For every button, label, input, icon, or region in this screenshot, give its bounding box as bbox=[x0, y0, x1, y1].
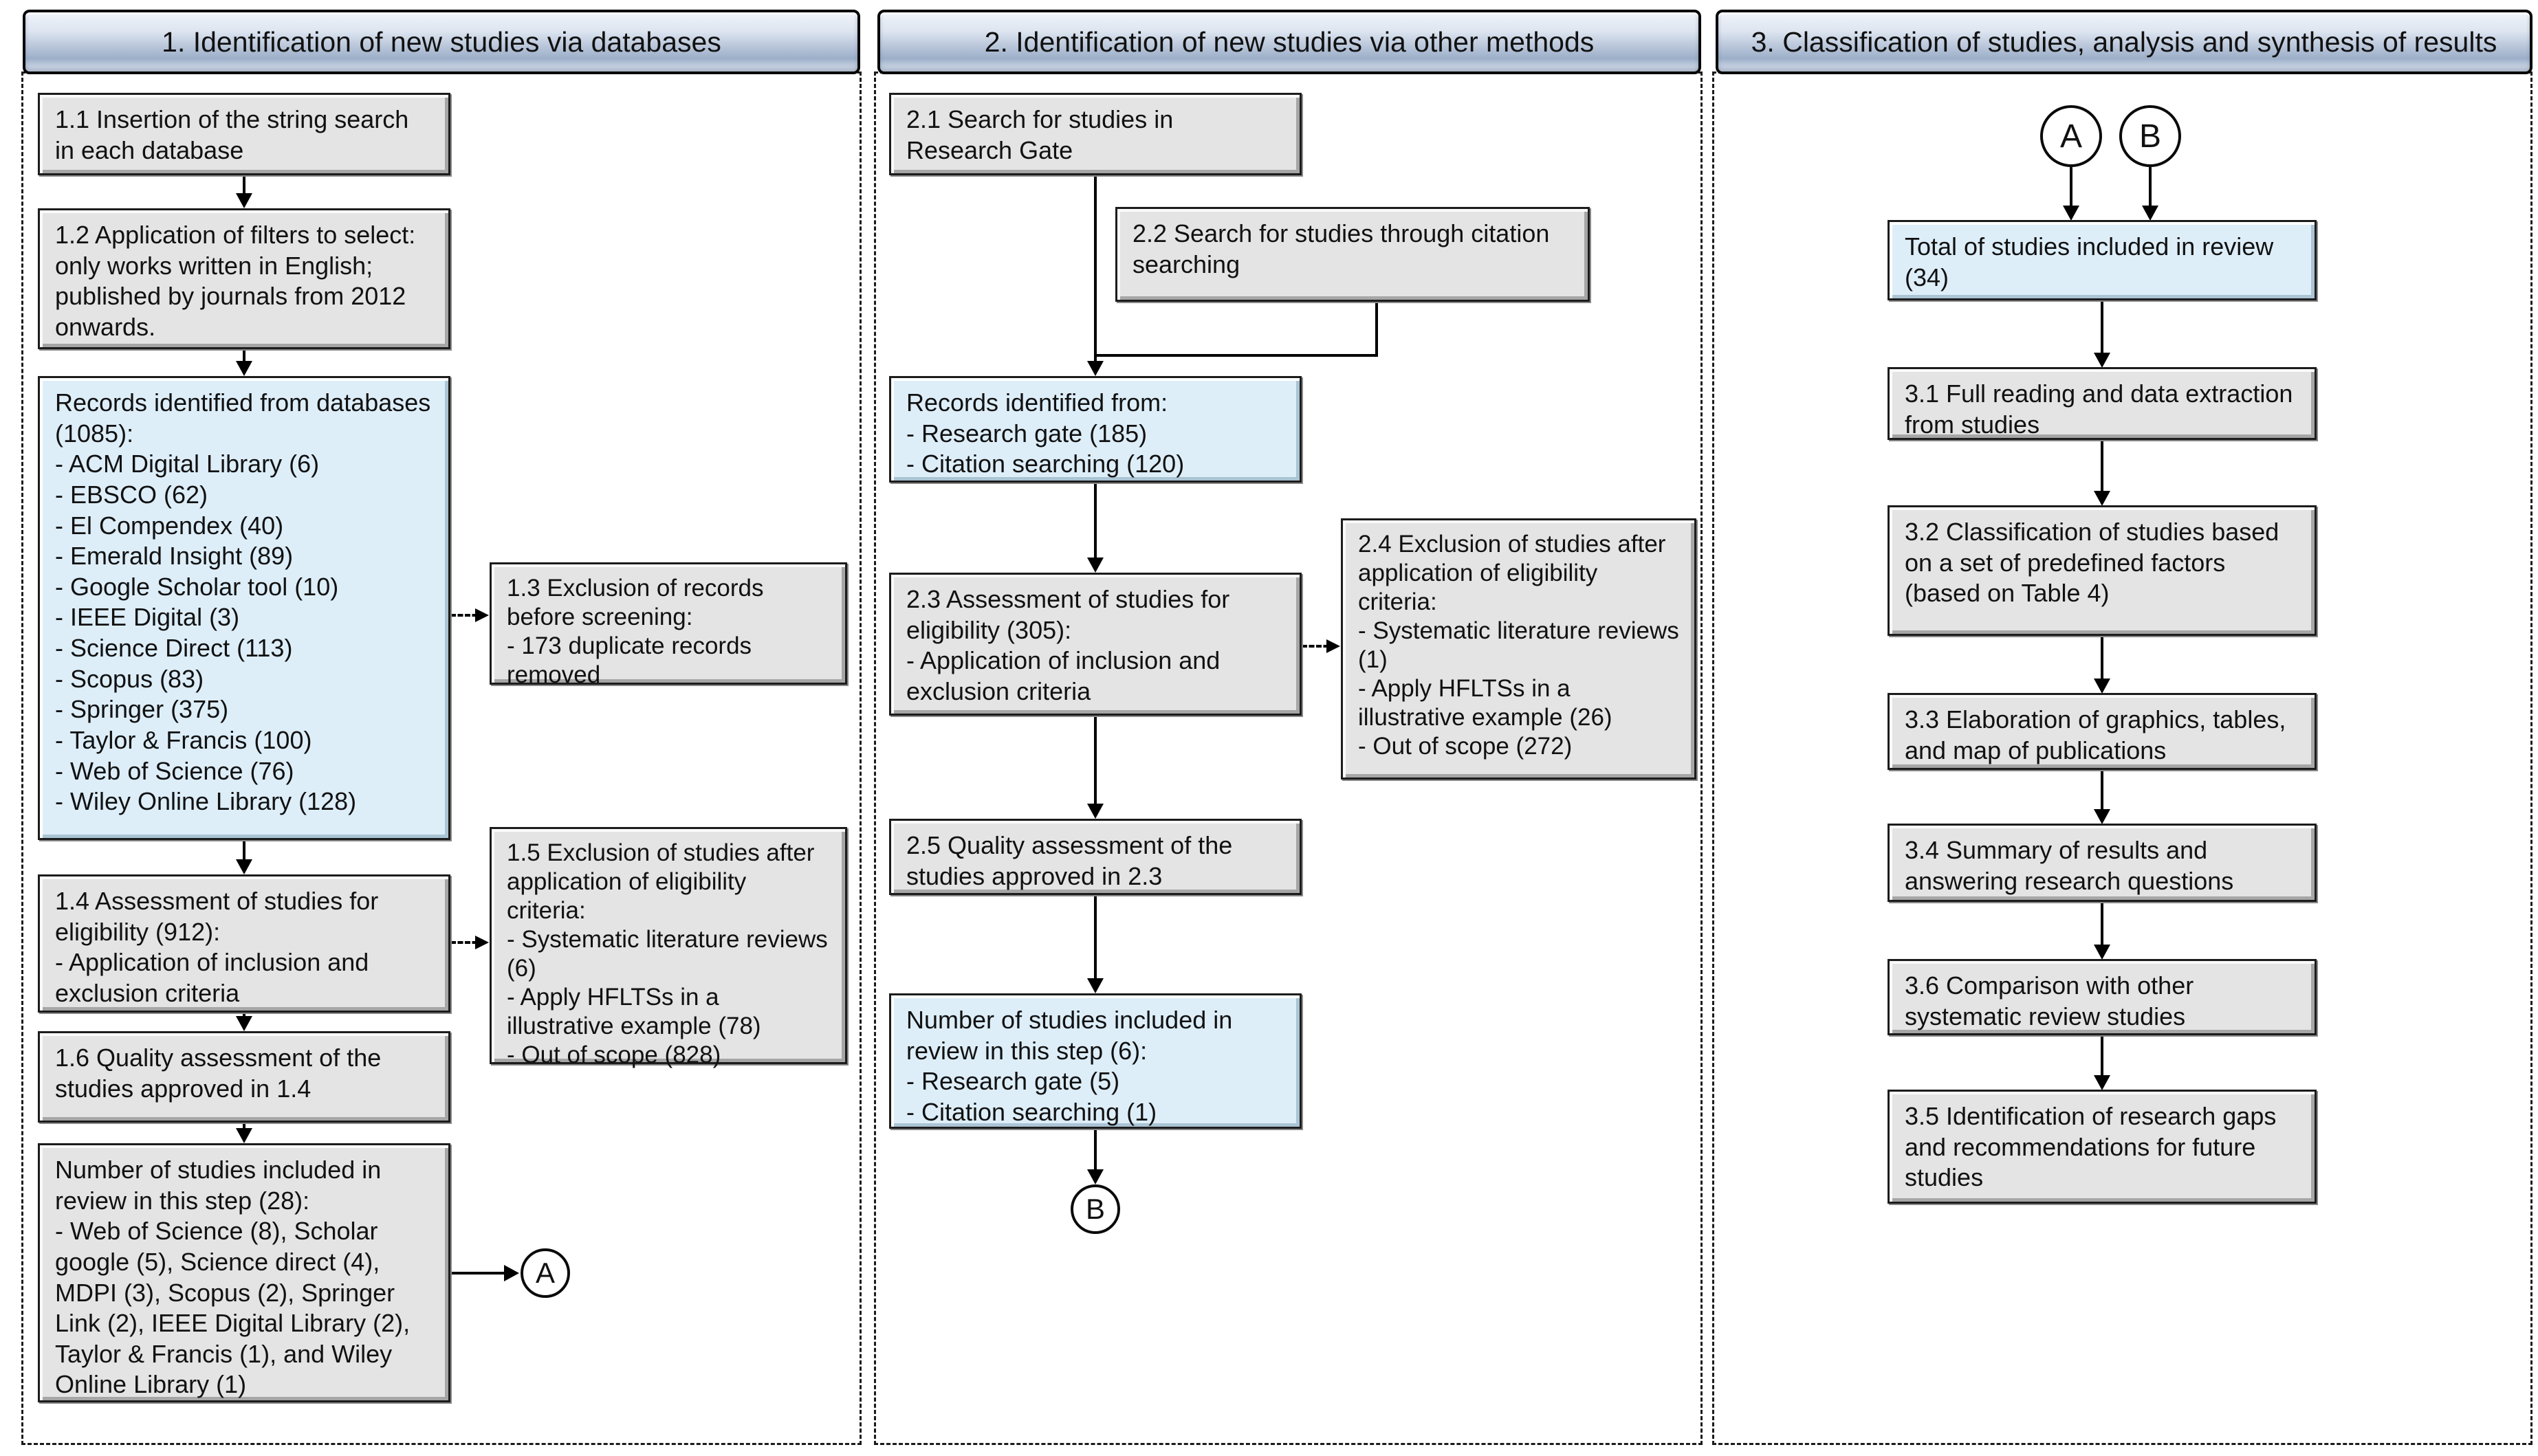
arrow-3-3-to-3-4 bbox=[2101, 770, 2103, 821]
arrow-2-3-to-2-5 bbox=[1094, 716, 1097, 816]
arrow-3-4-to-3-6 bbox=[2101, 902, 2103, 957]
box-1-1: 1.1 Insertion of the string search in ea… bbox=[38, 93, 450, 175]
arrow-total-to-3-1 bbox=[2101, 300, 2103, 365]
connector-a-label: A bbox=[535, 1257, 555, 1289]
column-2-title: 2. Identification of new studies via oth… bbox=[984, 25, 1595, 58]
box-1-2: 1.2 Application of filters to select: on… bbox=[38, 208, 450, 349]
arrow-3-1-to-3-2 bbox=[2101, 440, 2103, 503]
box-1-3: 1.3 Exclusion of records before screenin… bbox=[490, 562, 847, 688]
box-3-6: 3.6 Comparison with other systematic rev… bbox=[1888, 959, 2317, 1035]
dashed-arrow-1-4-to-1-5 bbox=[450, 936, 489, 949]
arrow-1-6-to-included bbox=[243, 1123, 245, 1140]
dashed-arrow-records-to-1-3 bbox=[450, 608, 489, 622]
arrow-included-to-a bbox=[450, 1265, 519, 1281]
box-1-4: 1.4 Assessment of studies for eligibilit… bbox=[38, 874, 450, 1013]
column-1-header: 1. Identification of new studies via dat… bbox=[23, 10, 860, 74]
connector-circle-a-col1: A bbox=[521, 1248, 570, 1298]
connector-circle-b-col2: B bbox=[1071, 1184, 1120, 1234]
box-3-1: 3.1 Full reading and data extraction fro… bbox=[1888, 367, 2317, 440]
box-1-6: 1.6 Quality assessment of the studies ap… bbox=[38, 1031, 450, 1123]
dashed-arrow-2-3-to-2-4 bbox=[1302, 639, 1340, 653]
box-2-4: 2.4 Exclusion of studies after applicati… bbox=[1341, 518, 1696, 780]
column-3-title: 3. Classification of studies, analysis a… bbox=[1751, 25, 2497, 58]
box-records-databases: Records identified from databases (1085)… bbox=[38, 376, 450, 840]
arrow-3-6-to-3-5 bbox=[2101, 1035, 2103, 1088]
box-2-5: 2.5 Quality assessment of the studies ap… bbox=[889, 819, 1302, 895]
column-2-header: 2. Identification of new studies via oth… bbox=[877, 10, 1701, 74]
column-3-header: 3. Classification of studies, analysis a… bbox=[1716, 10, 2532, 74]
arrow-2-5-to-included bbox=[1094, 895, 1097, 991]
box-included-step-2: Number of studies included in review in … bbox=[889, 993, 1302, 1129]
box-3-4: 3.4 Summary of results and answering res… bbox=[1888, 824, 2317, 902]
arrow-records2-to-2-3 bbox=[1094, 483, 1097, 570]
connector-circle-a-col3: A bbox=[2040, 105, 2102, 167]
arrow-1-2-to-records bbox=[243, 349, 245, 373]
box-1-5: 1.5 Exclusion of studies after applicati… bbox=[490, 827, 847, 1068]
box-2-2: 2.2 Search for studies through citation … bbox=[1115, 207, 1590, 302]
arrow-a-to-total bbox=[2070, 167, 2072, 218]
arrow-1-4-to-1-6 bbox=[243, 1013, 245, 1028]
arrow-b-to-total bbox=[2149, 167, 2152, 218]
connector-b-label-col3: B bbox=[2138, 118, 2161, 155]
connector-circle-b-col3: B bbox=[2119, 105, 2181, 167]
box-records-other-methods: Records identified from: - Research gate… bbox=[889, 376, 1302, 483]
arrow-2-1-to-records bbox=[1094, 175, 1097, 373]
box-3-2: 3.2 Classification of studies based on a… bbox=[1888, 505, 2317, 636]
box-3-5: 3.5 Identification of research gaps and … bbox=[1888, 1090, 2317, 1204]
connector-a-label-col3: A bbox=[2059, 118, 2082, 155]
box-2-3: 2.3 Assessment of studies for eligibilit… bbox=[889, 573, 1302, 716]
box-total-included: Total of studies included in review (34) bbox=[1888, 220, 2317, 300]
box-3-3: 3.3 Elaboration of graphics, tables, and… bbox=[1888, 693, 2317, 770]
box-2-1: 2.1 Search for studies in Research Gate bbox=[889, 93, 1302, 175]
box-included-step-1: Number of studies included in review in … bbox=[38, 1143, 450, 1402]
column-1-title: 1. Identification of new studies via dat… bbox=[162, 25, 721, 58]
arrow-1-1-to-1-2 bbox=[243, 175, 245, 206]
arrow-3-2-to-3-3 bbox=[2101, 636, 2103, 691]
arrow-included-to-b bbox=[1094, 1129, 1097, 1182]
line-2-2-merge bbox=[1094, 354, 1378, 357]
line-2-2-drop bbox=[1375, 302, 1378, 357]
connector-b-label: B bbox=[1085, 1193, 1105, 1225]
arrow-records-to-1-4 bbox=[243, 840, 245, 872]
